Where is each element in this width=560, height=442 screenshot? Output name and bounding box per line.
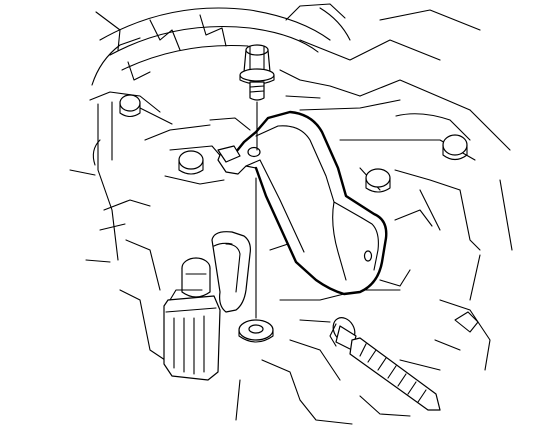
washer xyxy=(238,319,274,343)
engine-block xyxy=(69,3,513,425)
hose xyxy=(211,231,251,313)
sensor-connector xyxy=(163,257,221,381)
screw xyxy=(329,317,441,411)
flange-bolt xyxy=(239,44,275,101)
alignment-lines xyxy=(255,101,258,319)
bracket xyxy=(217,110,388,296)
